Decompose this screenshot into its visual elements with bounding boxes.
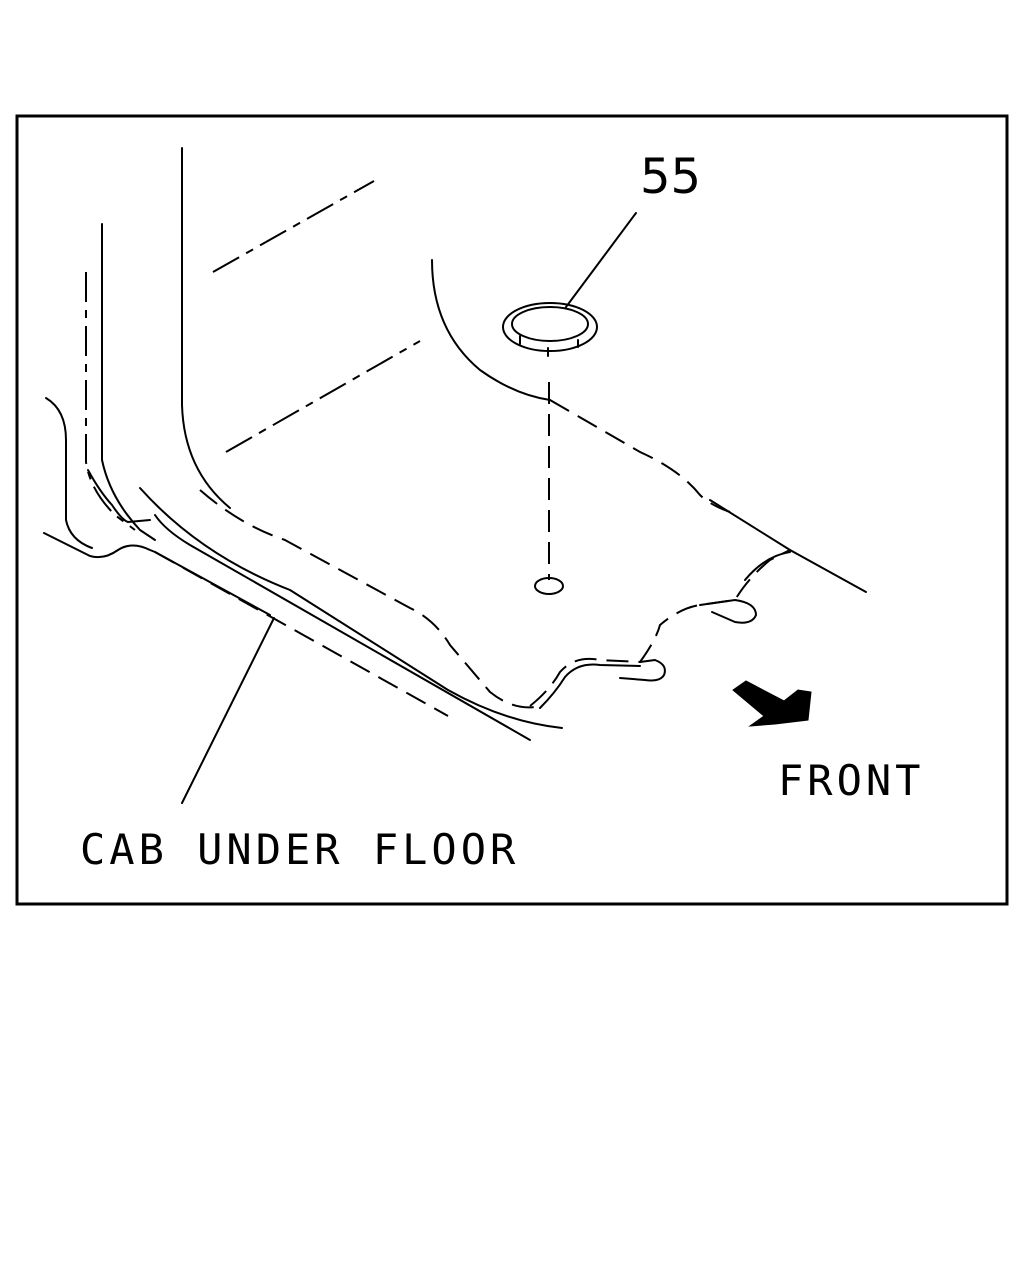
- part-callout: 55: [565, 149, 701, 308]
- floor-leader: [181, 617, 275, 804]
- cab-under-floor-label: CAB UNDER FLOOR: [80, 825, 519, 874]
- diagram-frame: [15, 114, 1009, 906]
- hidden-wall-lines: [212, 180, 421, 453]
- floor-panel: [431, 259, 867, 709]
- floor-sill: [43, 487, 563, 741]
- oval-plug-part[interactable]: [502, 302, 598, 357]
- cab-pillar: [45, 147, 231, 549]
- front-label: FRONT: [778, 756, 924, 805]
- part-number-label: 55: [640, 149, 701, 205]
- front-arrow-icon: [732, 680, 812, 727]
- install-hole: [534, 382, 564, 595]
